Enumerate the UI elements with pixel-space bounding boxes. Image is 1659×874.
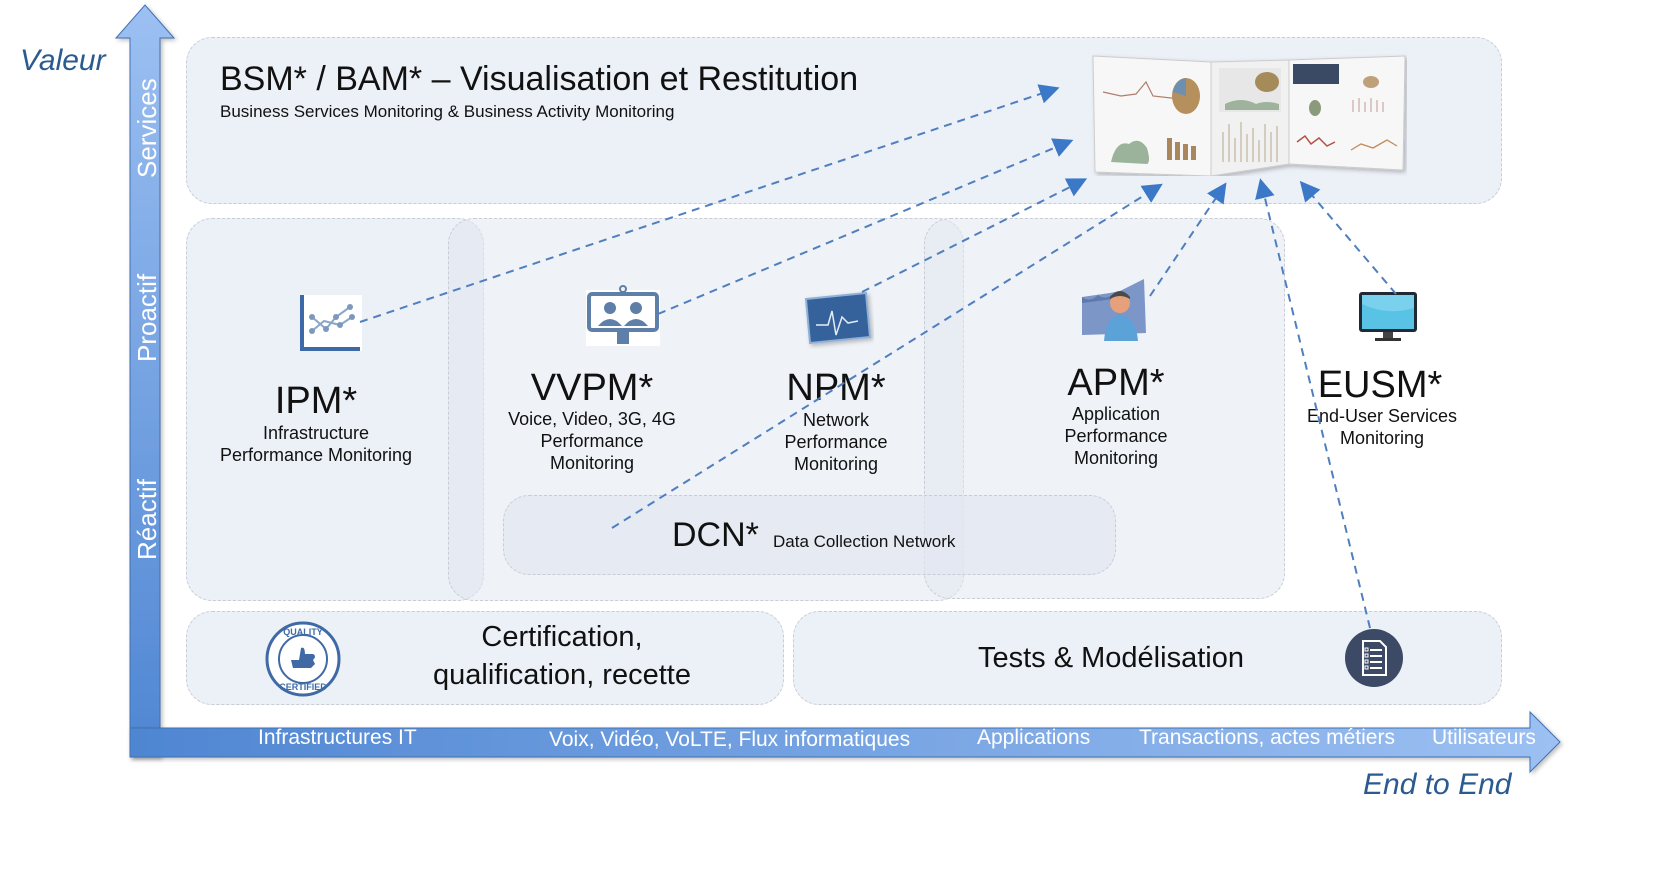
ipm-description: Infrastructure Performance Monitoring (219, 423, 413, 465)
vvpm-description: Voice, Video, 3G, 4G Performance Monitor… (508, 409, 676, 473)
y-axis-title: Valeur (20, 44, 106, 77)
line-chart-icon (300, 295, 362, 351)
dcn-panel: DCN* Data Collection Network (503, 495, 1116, 575)
svg-text:CERTIFIED: CERTIFIED (279, 682, 327, 692)
tests-label: Tests & Modélisation (978, 642, 1244, 674)
apm-acronym: APM* (1067, 362, 1165, 404)
vvpm-acronym: VVPM* (530, 367, 654, 409)
eusm-description: End-User Services Monitoring (1306, 406, 1458, 448)
x-level-utilisateurs: Utilisateurs (1432, 726, 1536, 749)
eusm-acronym: EUSM* (1317, 364, 1443, 406)
x-level-transactions: Transactions, actes métiers (1139, 726, 1395, 749)
tests-panel: Tests & Modélisation (793, 611, 1502, 705)
x-level-voix-video: Voix, Vidéo, VoLTE, Flux informatiques (549, 728, 911, 751)
dashboard-screenshots-image (1091, 52, 1407, 177)
bsm-panel: BSM* / BAM* – Visualisation et Restituti… (186, 37, 1502, 204)
y-level-services: Services (132, 78, 162, 178)
dcn-acronym: DCN* (672, 516, 759, 554)
certification-label: Certification, qualification, recette (433, 621, 691, 691)
y-level-proactif: Proactif (132, 273, 162, 362)
svg-text:QUALITY: QUALITY (283, 627, 323, 637)
npm-acronym: NPM* (786, 367, 886, 409)
bsm-subtitle: Business Services Monitoring & Business … (220, 102, 675, 121)
x-level-applications: Applications (977, 726, 1091, 749)
bsm-title: BSM* / BAM* – Visualisation et Restituti… (220, 60, 859, 98)
x-level-infrastructures: Infrastructures IT (258, 726, 417, 749)
y-level-reactif: Réactif (132, 479, 162, 560)
checklist-document-icon (1345, 629, 1403, 687)
apm-description: Application Performance Monitoring (1064, 404, 1168, 468)
ipm-acronym: IPM* (274, 380, 358, 422)
video-conference-icon (586, 285, 660, 346)
monitor-icon (1359, 292, 1417, 341)
x-axis-title: End to End (1363, 768, 1512, 801)
npm-description: Network Performance Monitoring (784, 410, 888, 474)
quality-certified-badge-icon: QUALITY CERTIFIED (265, 621, 341, 697)
dcn-description: Data Collection Network (773, 532, 956, 551)
heartbeat-monitor-icon (804, 291, 872, 345)
certification-panel: QUALITY CERTIFIED Certification, qualifi… (186, 611, 784, 705)
user-application-icon (1082, 279, 1146, 341)
